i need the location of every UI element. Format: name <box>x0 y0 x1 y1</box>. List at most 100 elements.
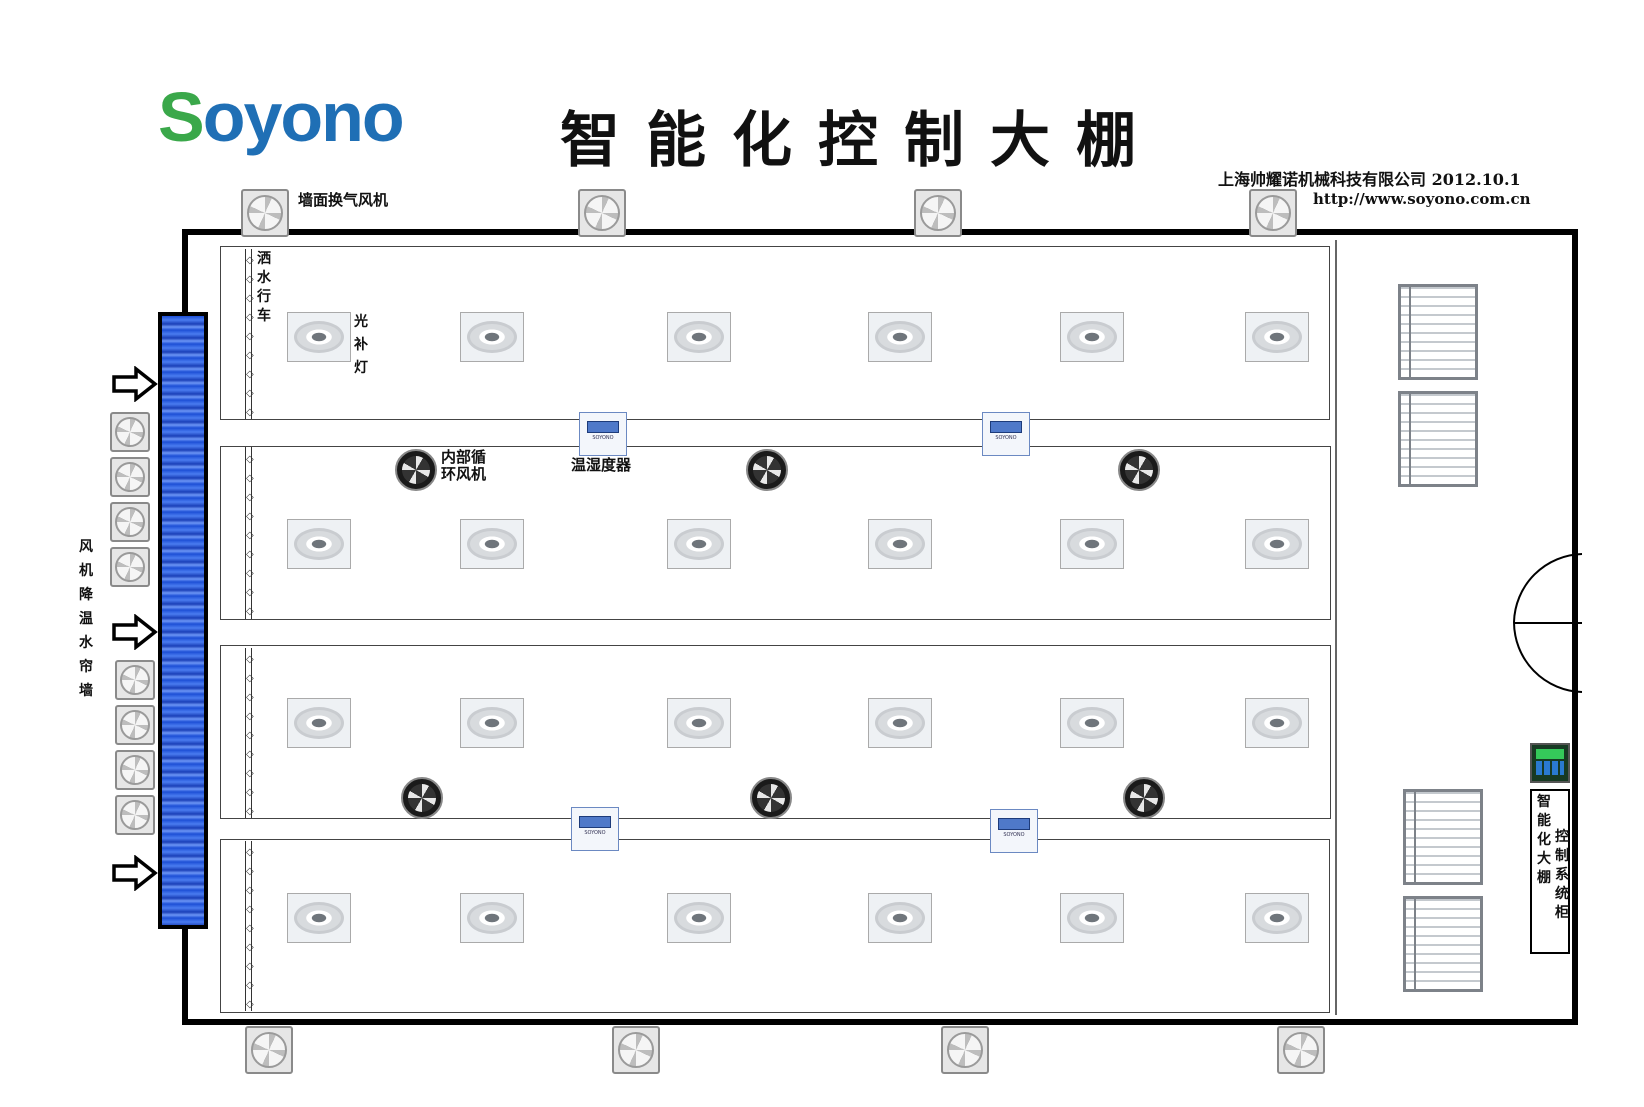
wall-exhaust-fan-icon <box>1249 189 1297 237</box>
control-room-divider <box>1335 240 1337 1015</box>
sprinkler-nozzle-icon: ◇ <box>246 331 254 342</box>
grow-lamp-icon <box>868 519 932 569</box>
sprinkler-nozzle-icon: ◇ <box>246 274 254 285</box>
grow-lamp-icon <box>287 698 351 748</box>
sprinkler-nozzle-icon: ◇ <box>246 730 254 741</box>
humidity-sensor-icon: SOYONO <box>982 412 1030 456</box>
grow-lamp-icon <box>287 312 351 362</box>
control-panel-icon <box>1530 743 1570 783</box>
sprinkler-nozzle-icon: ◇ <box>246 768 254 779</box>
sprinkler-nozzle-icon: ◇ <box>246 511 254 522</box>
sprinkler-nozzle-icon: ◇ <box>246 388 254 399</box>
grow-lamp-icon <box>1245 519 1309 569</box>
wall-exhaust-fan-icon <box>578 189 626 237</box>
circulation-fan-label-2: 环风机 <box>441 465 487 483</box>
circulation-fan-icon <box>1123 777 1165 819</box>
circulation-fan-icon <box>746 449 788 491</box>
circulation-fan-icon <box>750 777 792 819</box>
grow-lamp-icon <box>1245 698 1309 748</box>
sprinkler-nozzle-icon: ◇ <box>246 923 254 934</box>
wall-exhaust-fan-icon <box>110 457 150 497</box>
sprinkler-nozzle-icon: ◇ <box>246 942 254 953</box>
sprinkler-nozzle-icon: ◇ <box>246 806 254 817</box>
grow-lamp-icon <box>287 893 351 943</box>
sprinkler-nozzle-icon: ◇ <box>246 454 254 465</box>
company-name: 上海帅耀诺机械科技有限公司 2012.10.1 <box>1218 170 1521 189</box>
sprinkler-nozzle-icon: ◇ <box>246 787 254 798</box>
wall-exhaust-fan-icon <box>941 1026 989 1074</box>
inlet-arrow-icon <box>112 855 158 891</box>
sensor-label: 温湿度器 <box>571 456 632 474</box>
wall-exhaust-fan-icon <box>115 795 155 835</box>
sprinkler-nozzle-icon: ◇ <box>246 549 254 560</box>
grow-lamp-icon <box>667 312 731 362</box>
growing-bay-4 <box>220 839 1330 1013</box>
grow-lamp-icon <box>667 893 731 943</box>
curtain-wall-label: 风机降温水帘墙 <box>79 539 93 699</box>
fill-light-label: 光补灯 <box>354 314 368 376</box>
sprinkler-nozzle-icon: ◇ <box>246 673 254 684</box>
wall-exhaust-fan-icon <box>245 1026 293 1074</box>
wall-exhaust-fan-icon <box>612 1026 660 1074</box>
sprinkler-rail-4 <box>245 841 252 1011</box>
humidity-sensor-icon: SOYONO <box>579 412 627 456</box>
circulation-fan-icon <box>401 777 443 819</box>
seedling-rack-icon <box>1403 896 1483 992</box>
sprinkler-label: 洒水行车 <box>257 251 271 324</box>
sprinkler-nozzle-icon: ◇ <box>246 961 254 972</box>
sprinkler-nozzle-icon: ◇ <box>246 692 254 703</box>
sprinkler-nozzle-icon: ◇ <box>246 369 254 380</box>
grow-lamp-icon <box>667 519 731 569</box>
sprinkler-rail-1 <box>245 249 252 419</box>
company-website: http://www.soyono.com.cn <box>1313 190 1531 208</box>
circulation-fan-label-1: 内部循 <box>441 448 487 466</box>
sprinkler-nozzle-icon: ◇ <box>246 606 254 617</box>
grow-lamp-icon <box>460 893 524 943</box>
sprinkler-nozzle-icon: ◇ <box>246 587 254 598</box>
wall-exhaust-fan-icon <box>1277 1026 1325 1074</box>
grow-lamp-icon <box>1060 698 1124 748</box>
wall-exhaust-fan-icon <box>110 412 150 452</box>
sprinkler-nozzle-icon: ◇ <box>246 999 254 1010</box>
sprinkler-rail-3 <box>245 648 252 818</box>
grow-lamp-icon <box>460 312 524 362</box>
grow-lamp-icon <box>1060 893 1124 943</box>
sprinkler-nozzle-icon: ◇ <box>246 255 254 266</box>
sprinkler-nozzle-icon: ◇ <box>246 492 254 503</box>
sprinkler-nozzle-icon: ◇ <box>246 866 254 877</box>
sprinkler-nozzle-icon: ◇ <box>246 407 254 418</box>
grow-lamp-icon <box>868 893 932 943</box>
sprinkler-nozzle-icon: ◇ <box>246 312 254 323</box>
sprinkler-nozzle-icon: ◇ <box>246 293 254 304</box>
inlet-arrow-icon <box>112 366 158 402</box>
sprinkler-nozzle-icon: ◇ <box>246 473 254 484</box>
grow-lamp-icon <box>868 312 932 362</box>
door-icon <box>1512 552 1584 694</box>
growing-bay-1 <box>220 246 1330 420</box>
sprinkler-nozzle-icon: ◇ <box>246 568 254 579</box>
sprinkler-rail-2 <box>245 447 252 619</box>
wall-exhaust-fan-icon <box>115 705 155 745</box>
grow-lamp-icon <box>287 519 351 569</box>
grow-lamp-icon <box>1060 312 1124 362</box>
wall-exhaust-fan-icon <box>115 660 155 700</box>
sprinkler-nozzle-icon: ◇ <box>246 904 254 915</box>
inlet-arrow-icon <box>112 614 158 650</box>
logo-letter-s: S <box>158 78 205 156</box>
sprinkler-nozzle-icon: ◇ <box>246 350 254 361</box>
sprinkler-nozzle-icon: ◇ <box>246 885 254 896</box>
sprinkler-nozzle-icon: ◇ <box>246 980 254 991</box>
control-cabinet <box>1530 789 1570 954</box>
sprinkler-nozzle-icon: ◇ <box>246 711 254 722</box>
page-title: 智能化控制大棚 <box>560 106 1162 176</box>
circulation-fan-icon <box>395 449 437 491</box>
grow-lamp-icon <box>460 519 524 569</box>
wall-exhaust-fan-icon <box>241 189 289 237</box>
soyono-logo: Soyono <box>158 82 405 152</box>
seedling-rack-icon <box>1398 391 1478 487</box>
cabinet-label-b: 控制系统柜 <box>1555 829 1569 921</box>
grow-lamp-icon <box>1245 893 1309 943</box>
grow-lamp-icon <box>460 698 524 748</box>
cabinet-label-a: 智能化大棚 <box>1537 794 1551 886</box>
grow-lamp-icon <box>1245 312 1309 362</box>
